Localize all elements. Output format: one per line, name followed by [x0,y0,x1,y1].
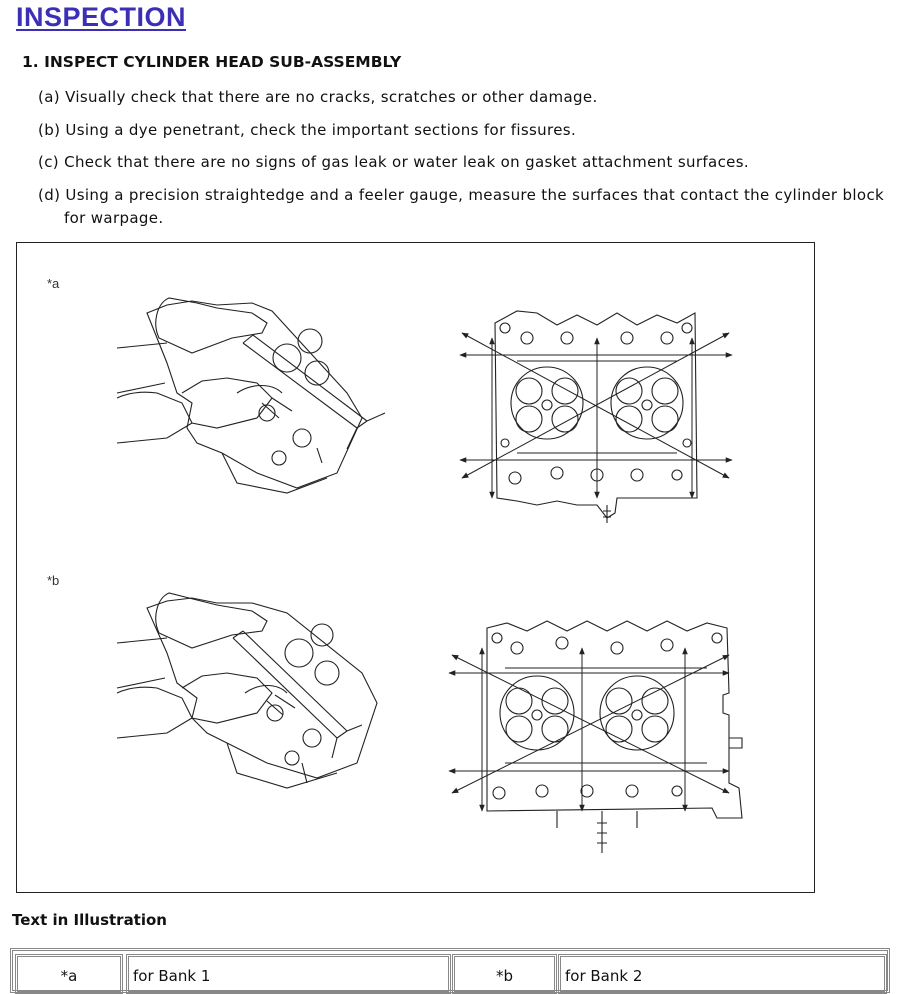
legend-key-cell: *b [452,954,557,994]
step-list: (a) Visually check that there are no cra… [38,86,888,239]
step-heading: 1. INSPECT CYLINDER HEAD SUB-ASSEMBLY [22,53,402,71]
step-item-d: (d) Using a precision straightedge and a… [38,185,885,227]
callout-b: *b [47,573,60,588]
page-title: INSPECTION [16,2,187,32]
legend-table: *a for Bank 1 *b for Bank 2 [10,948,890,994]
legend-key-b: *b [495,967,514,985]
bank1-head-diagram [494,310,698,523]
legend-value-cell: for Bank 1 [126,954,451,994]
bank2-straightedge-drawing [116,592,378,789]
legend-value-a: for Bank 1 [133,967,211,985]
illustration-drawing [116,297,743,853]
text-in-illustration-heading: Text in Illustration [12,911,167,929]
legend-value-b: for Bank 2 [565,967,643,985]
legend-key-cell: *a [15,954,123,994]
legend-key-a: *a [60,967,78,985]
legend-value-cell: for Bank 2 [558,954,887,994]
step-item-b: (b) Using a dye penetrant, check the imp… [38,120,577,139]
bank2-head-diagram [486,620,743,853]
step-item-a: (a) Visually check that there are no cra… [38,88,598,106]
inspection-illustration: *a *b [16,242,815,893]
callout-a: *a [47,276,60,291]
bank1-measurement-arrows [459,332,733,499]
bank1-straightedge-drawing [116,297,386,494]
step-item-c: (c) Check that there are no signs of gas… [38,153,750,171]
bank2-measurement-arrows [448,647,730,812]
